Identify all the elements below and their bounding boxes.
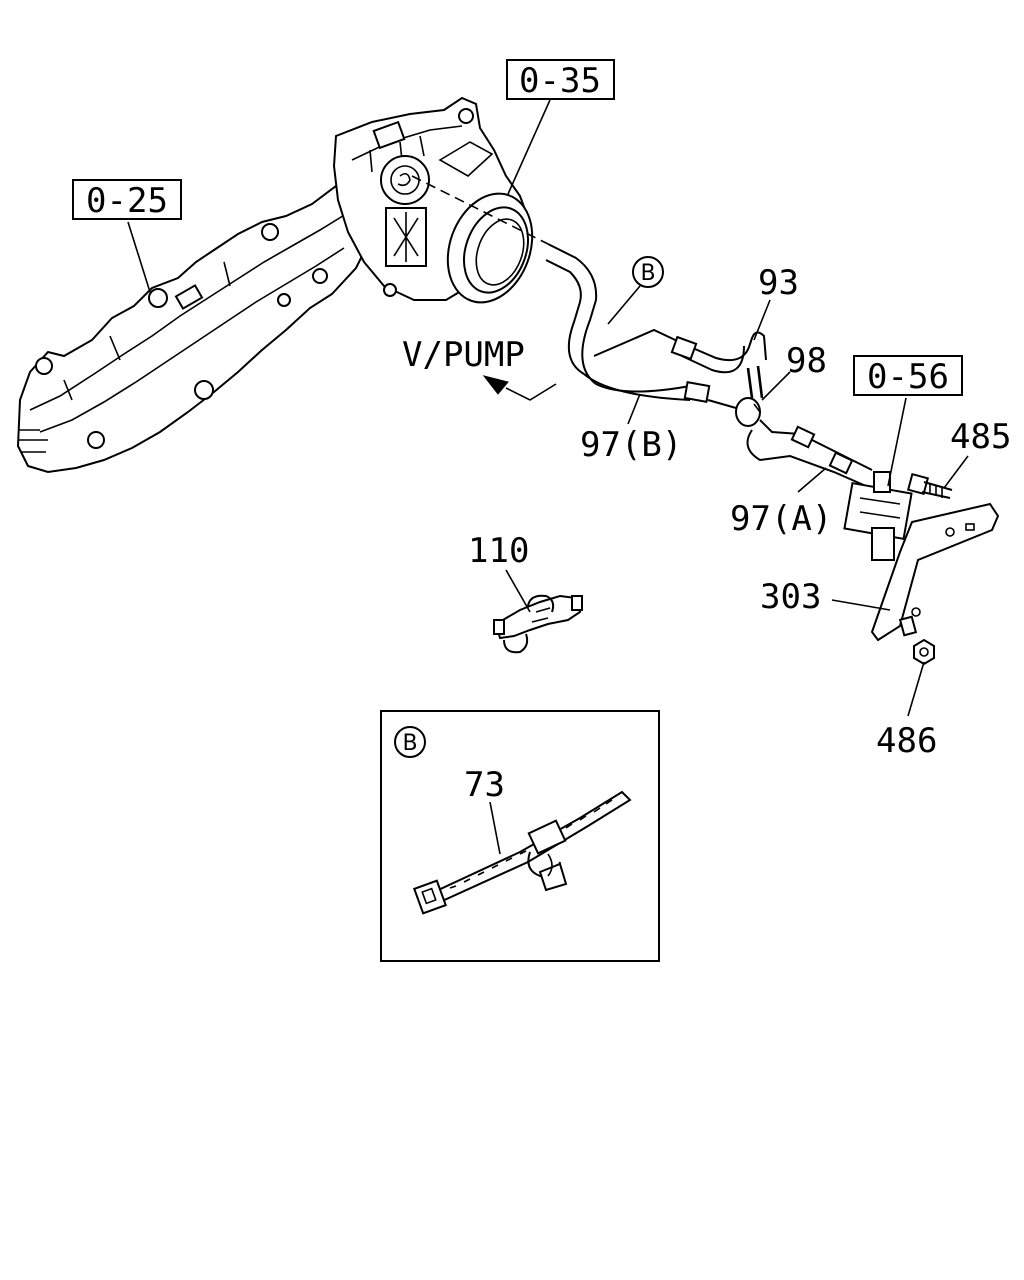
bracket-303 xyxy=(870,502,1000,642)
cable-tie-73 xyxy=(412,790,632,915)
svg-text:0-25: 0-25 xyxy=(86,181,168,221)
label-110: 110 xyxy=(468,531,529,571)
label-97b: 97(B) xyxy=(580,425,682,465)
ref-box-0-56: 0-56 xyxy=(853,355,963,397)
svg-text:0-56: 0-56 xyxy=(867,357,949,397)
svg-text:0-35: 0-35 xyxy=(519,61,601,101)
ref-box-0-25: 0-25 xyxy=(72,179,182,221)
hose-97b xyxy=(545,243,711,403)
direction-arrow xyxy=(482,375,557,401)
svg-text:B: B xyxy=(640,261,655,286)
solenoid-valve xyxy=(843,471,913,561)
bolt-485 xyxy=(906,472,953,499)
hose-97a xyxy=(746,419,873,487)
label-98: 98 xyxy=(786,341,827,381)
check-valve-98 xyxy=(707,397,761,427)
ref-box-0-35: 0-35 xyxy=(506,59,615,101)
label-93: 93 xyxy=(758,263,799,303)
dashed-connection xyxy=(411,175,549,245)
label-485: 485 xyxy=(950,417,1011,457)
hose-93 xyxy=(670,331,767,399)
label-97a: 97(A) xyxy=(730,499,832,539)
detail-box-b xyxy=(380,710,660,962)
label-303: 303 xyxy=(760,577,821,617)
svg-text:B: B xyxy=(402,731,417,756)
marker-b-detail: B xyxy=(394,726,426,758)
throttle-body xyxy=(332,96,534,304)
label-v-pump: V/PUMP xyxy=(402,335,525,375)
nut-486 xyxy=(898,615,935,666)
marker-b-main: B xyxy=(632,256,664,288)
intake-manifold xyxy=(16,174,378,474)
label-486: 486 xyxy=(876,721,937,761)
clip-110 xyxy=(493,594,583,654)
label-73: 73 xyxy=(464,765,505,805)
leader-lines xyxy=(127,99,969,855)
